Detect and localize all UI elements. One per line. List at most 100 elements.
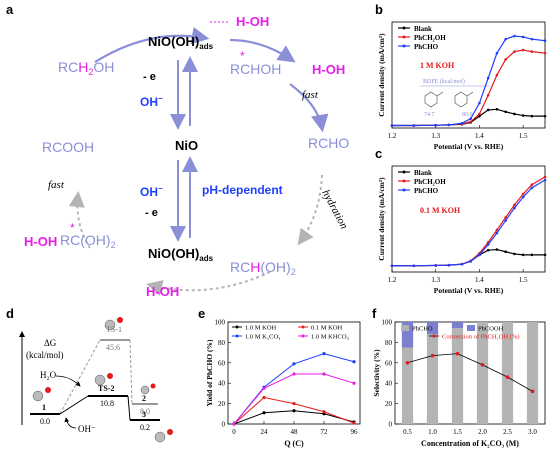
data-point — [521, 195, 525, 199]
data-point — [521, 192, 525, 196]
data-point — [504, 216, 507, 219]
data-point — [521, 114, 525, 117]
panel-label-c: c — [375, 146, 382, 161]
y-tick-label: 80 — [385, 339, 393, 347]
data-point — [469, 260, 472, 263]
x-tick-label: 2.0 — [478, 428, 487, 436]
conversion-point — [505, 375, 510, 379]
legend-swatch-phcooh — [467, 325, 475, 331]
x-tick-label: 2.5 — [503, 428, 512, 436]
data-point — [513, 50, 516, 53]
arc-hydration — [297, 174, 323, 246]
benzyl-alcohol-icon — [424, 91, 444, 108]
species-rch2oh: RCH2OH — [58, 59, 114, 77]
b-condition: 1 M KOH — [420, 61, 455, 70]
data-point — [530, 186, 534, 190]
d-axis-label-top: ΔG — [44, 338, 57, 348]
legend-label: 1.0 M KHCO₃ — [311, 334, 349, 341]
c-condition: 0.1 M KOH — [420, 206, 461, 215]
bar-phcho — [476, 322, 489, 424]
panel-label-d: d — [6, 306, 14, 321]
legend-marker — [301, 325, 305, 329]
panel-label-a: a — [6, 2, 14, 17]
x-axis-label: Concentration of K₂CO₃ (M) — [421, 439, 519, 448]
bar-phcho — [451, 328, 464, 424]
h2o-arrow — [55, 375, 81, 387]
conversion-point — [455, 351, 460, 356]
legend-label: PhCHO — [414, 187, 439, 195]
legend-label: Blank — [414, 25, 432, 33]
data-point — [543, 51, 547, 55]
conversion-point — [530, 389, 535, 394]
y-axis-label: Yield of PhCHO (%) — [205, 339, 214, 407]
path-ts2 — [59, 395, 131, 421]
data-point — [495, 73, 499, 77]
legend-label: PhCH₂OH — [414, 34, 446, 42]
y-tick-label: 60 — [218, 359, 226, 367]
bar-phcooh — [451, 322, 464, 329]
data-point — [486, 76, 490, 80]
data-point — [521, 253, 525, 257]
x-tick-label: 48 — [291, 428, 299, 436]
minus-e-bottom: - e — [145, 207, 158, 219]
legend-label: 0.1 M KOH — [311, 325, 343, 332]
legend-marker — [402, 35, 406, 39]
data-point — [292, 372, 296, 376]
data-point — [469, 120, 472, 124]
bdfe-value-2: 80.6 — [462, 112, 473, 118]
data-point — [292, 362, 296, 366]
data-point — [543, 253, 547, 257]
oh-bottom: OH− — [140, 184, 163, 199]
data-point — [262, 386, 266, 390]
panel-d-energy: d ΔG (kcal/mol) — [6, 306, 173, 443]
x-tick-label: 1.3 — [431, 276, 440, 284]
plot-frame — [394, 321, 546, 425]
data-point — [486, 248, 490, 252]
data-point — [292, 402, 296, 406]
state-ts2-value: 10.8 — [100, 399, 114, 408]
data-point — [543, 114, 547, 118]
conversion-point — [480, 363, 485, 367]
data-point — [530, 183, 534, 187]
state-ts1-label: TS-1 — [106, 325, 122, 334]
niooh-top: NiO(OH)ads — [148, 34, 214, 51]
x-tick-label: 1.0 — [428, 428, 437, 436]
data-point — [504, 250, 507, 254]
data-point — [513, 34, 516, 38]
data-point — [495, 107, 499, 111]
data-point — [543, 175, 547, 179]
data-point — [513, 112, 516, 116]
data-point — [447, 263, 451, 267]
x-axis-label: Q (C) — [284, 439, 304, 448]
data-point — [486, 243, 490, 246]
state-3-label: 3 — [142, 410, 146, 419]
state-2-value: 8.0 — [140, 407, 150, 416]
y-tick-label: 60 — [385, 359, 393, 367]
x-tick-label: 1.5 — [519, 276, 528, 284]
data-point — [352, 421, 356, 425]
legend-marker — [402, 170, 406, 174]
oh-top: OH− — [140, 94, 163, 109]
state-2-label: 2 — [142, 394, 146, 403]
state-ts2-label: TS-2 — [98, 384, 114, 393]
data-point — [513, 252, 516, 256]
x-tick-label: 1.5 — [453, 428, 462, 436]
legend-marker — [402, 179, 406, 183]
x-axis-label: Potential (V vs. RHE) — [434, 286, 504, 295]
data-point — [530, 253, 534, 257]
legend-marker — [301, 334, 305, 338]
molecule-icon-3 — [154, 429, 173, 443]
radical-dot-top: * — [240, 49, 245, 63]
y-tick-label: 0 — [222, 421, 226, 429]
molecule-icon-2 — [140, 383, 156, 395]
bar-phcho — [501, 322, 514, 424]
legend-label: 1.0 M K₂CO₃ — [245, 334, 280, 341]
data-point — [495, 228, 499, 232]
series-line-2 — [392, 179, 546, 267]
fast-left: fast — [48, 179, 65, 191]
data-point — [495, 231, 499, 235]
data-point — [322, 372, 326, 376]
conversion-line — [407, 353, 533, 392]
